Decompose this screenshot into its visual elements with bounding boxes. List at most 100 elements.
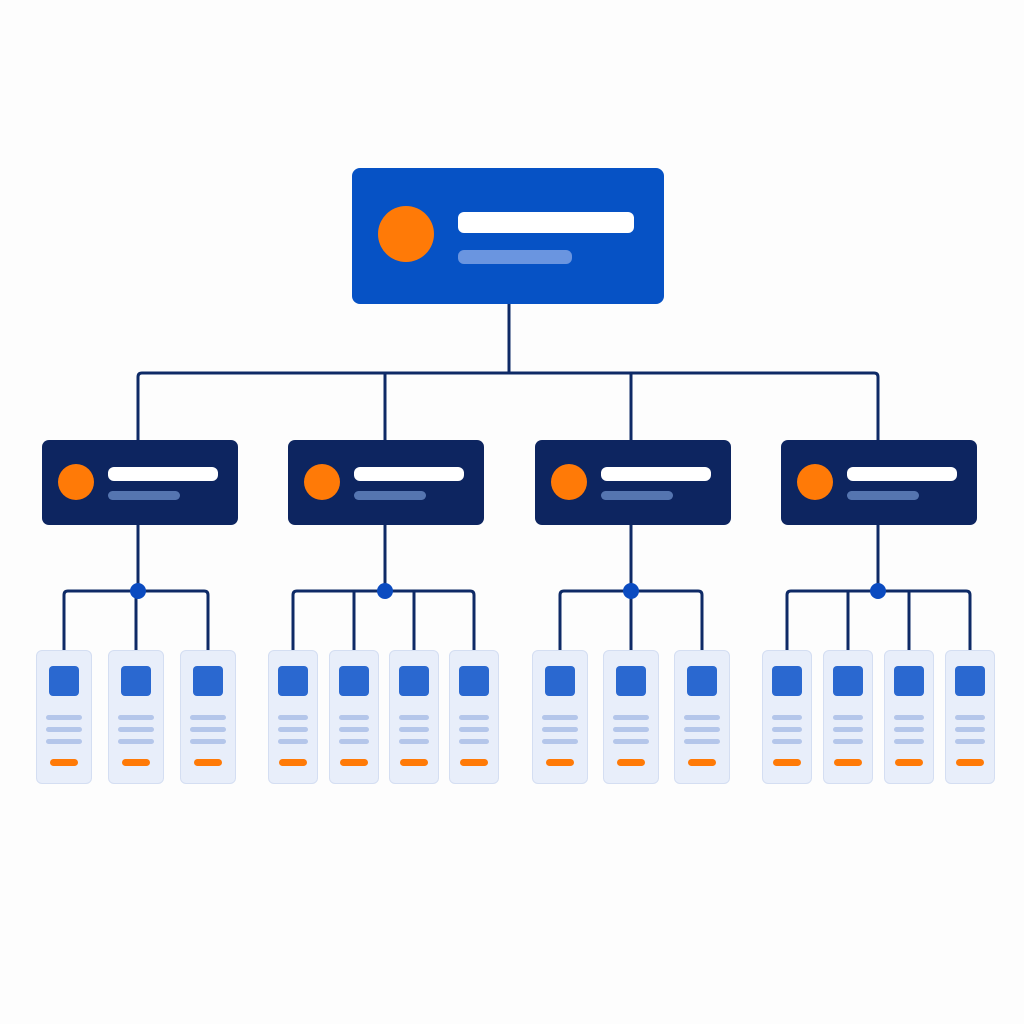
leaf-text-line	[954, 715, 985, 720]
document-icon	[954, 666, 985, 696]
leaf-tag-bar	[278, 759, 307, 766]
leaf-text-line	[954, 727, 985, 732]
leaf-text-line	[338, 727, 369, 732]
document-icon	[48, 666, 79, 696]
leaf-node-card	[823, 650, 873, 784]
leaf-text-line	[541, 715, 578, 720]
leaf-node-card	[268, 650, 318, 784]
junction-dot	[130, 583, 146, 599]
leaf-text-line	[541, 739, 578, 744]
leaf-node-card	[180, 650, 236, 784]
manager-title-bar	[601, 467, 711, 481]
manager-subtitle-bar	[108, 491, 180, 500]
document-icon	[338, 666, 369, 696]
leaf-text-line	[954, 739, 985, 744]
leaf-tag-bar	[955, 759, 984, 766]
manager-subtitle-bar	[847, 491, 919, 500]
document-icon	[398, 666, 429, 696]
manager-title-bar	[108, 467, 218, 481]
manager-title-bar	[354, 467, 464, 481]
manager-node-card	[781, 440, 977, 525]
leaf-text-line	[893, 739, 924, 744]
document-icon	[120, 666, 151, 696]
leaf-node-card	[603, 650, 659, 784]
leaf-node-card	[36, 650, 92, 784]
leaf-node-card	[945, 650, 995, 784]
document-icon	[771, 666, 802, 696]
leaf-tag-bar	[894, 759, 923, 766]
leaf-text-line	[277, 727, 308, 732]
leaf-tag-bar	[339, 759, 368, 766]
leaf-text-line	[45, 739, 82, 744]
leaf-split-bus-line	[785, 589, 972, 650]
document-icon	[686, 666, 717, 696]
document-icon	[893, 666, 924, 696]
leaf-text-line	[541, 727, 578, 732]
leaf-text-line	[458, 715, 489, 720]
avatar-icon	[304, 464, 340, 500]
avatar-icon	[551, 464, 587, 500]
leaf-tag-bar	[545, 759, 574, 766]
root-node-card	[352, 168, 664, 304]
leaf-text-line	[771, 727, 802, 732]
avatar-icon	[378, 206, 434, 262]
leaf-text-line	[832, 715, 863, 720]
leaf-text-line	[458, 727, 489, 732]
leaf-node-card	[449, 650, 499, 784]
leaf-tag-bar	[772, 759, 801, 766]
leaf-text-line	[458, 739, 489, 744]
leaf-text-line	[398, 739, 429, 744]
document-icon	[277, 666, 308, 696]
leaf-node-card	[329, 650, 379, 784]
leaf-node-card	[674, 650, 730, 784]
leaf-tag-bar	[687, 759, 716, 766]
document-icon	[458, 666, 489, 696]
avatar-icon	[58, 464, 94, 500]
leaf-text-line	[893, 715, 924, 720]
manager-node-card	[288, 440, 484, 525]
leaf-text-line	[189, 727, 226, 732]
leaf-node-card	[389, 650, 439, 784]
root-title-bar	[458, 212, 634, 233]
leaf-tag-bar	[616, 759, 645, 766]
avatar-icon	[797, 464, 833, 500]
leaf-text-line	[338, 739, 369, 744]
leaf-text-line	[277, 715, 308, 720]
document-icon	[544, 666, 575, 696]
leaf-text-line	[771, 739, 802, 744]
leaf-text-line	[398, 727, 429, 732]
leaf-text-line	[117, 715, 154, 720]
manager-subtitle-bar	[601, 491, 673, 500]
leaf-tag-bar	[399, 759, 428, 766]
leaf-text-line	[117, 727, 154, 732]
leaf-text-line	[832, 727, 863, 732]
leaf-text-line	[893, 727, 924, 732]
document-icon	[832, 666, 863, 696]
root-subtitle-bar	[458, 250, 572, 264]
manager-subtitle-bar	[354, 491, 426, 500]
leaf-text-line	[832, 739, 863, 744]
leaf-text-line	[612, 727, 649, 732]
leaf-text-line	[683, 739, 720, 744]
leaf-text-line	[771, 715, 802, 720]
leaf-text-line	[612, 715, 649, 720]
leaf-node-card	[108, 650, 164, 784]
leaf-text-line	[398, 715, 429, 720]
junction-dot	[623, 583, 639, 599]
leaf-node-card	[884, 650, 934, 784]
leaf-tag-bar	[459, 759, 488, 766]
leaf-text-line	[45, 727, 82, 732]
leaf-text-line	[189, 739, 226, 744]
leaf-text-line	[683, 715, 720, 720]
leaf-text-line	[338, 715, 369, 720]
document-icon	[615, 666, 646, 696]
leaf-tag-bar	[193, 759, 222, 766]
junction-dot	[870, 583, 886, 599]
leaf-text-line	[117, 739, 154, 744]
manager-node-card	[535, 440, 731, 525]
leaf-text-line	[189, 715, 226, 720]
leaf-tag-bar	[833, 759, 862, 766]
document-icon	[192, 666, 223, 696]
